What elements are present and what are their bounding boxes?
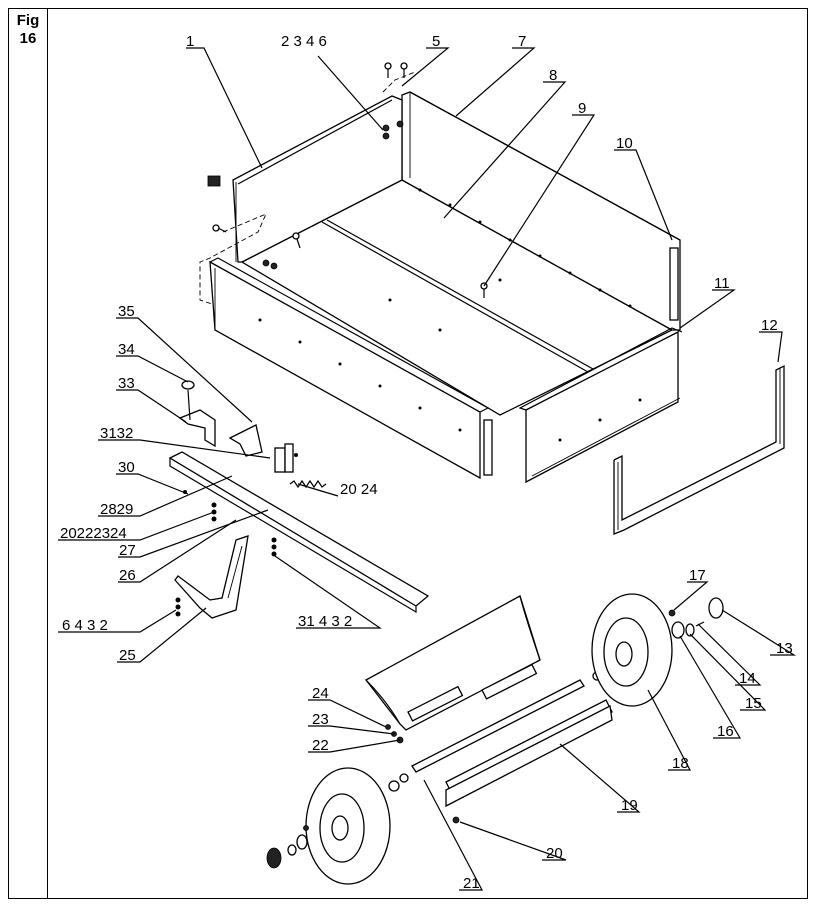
callout-5: 5 [432, 33, 440, 50]
drawbar [168, 451, 430, 607]
callout-7: 7 [518, 33, 526, 50]
rivet-dots [258, 188, 642, 442]
top-bolts [212, 62, 488, 298]
hubcap-13 [708, 597, 724, 619]
axle-rod-21 [411, 679, 585, 773]
hitch-bracket-33 [178, 409, 216, 448]
wheel-left [305, 767, 391, 885]
callout-12: 12 [761, 317, 778, 334]
hinge-clip [207, 175, 221, 187]
hub-parts-left [266, 825, 309, 869]
callout-35: 35 [118, 303, 135, 320]
callouts: 1 2 3 4 6 5 7 8 9 10 11 12 13 14 15 16 1… [60, 33, 793, 892]
callout-6-4-3-2: 6 4 3 2 [62, 617, 108, 634]
callout-18: 18 [672, 755, 689, 772]
figure-sidebar [8, 8, 48, 899]
callout-25: 25 [119, 647, 136, 664]
wheel-right-18 [591, 593, 673, 707]
plate-3132 [274, 447, 286, 473]
drawbar-assembly [168, 380, 430, 619]
callout-33: 33 [118, 375, 135, 392]
support-bracket-25 [174, 535, 249, 619]
callout-23: 23 [312, 711, 329, 728]
callout-20-24: 20 24 [340, 481, 378, 498]
callout-26: 26 [119, 567, 136, 584]
hubcap-left [266, 847, 282, 869]
callout-34: 34 [118, 341, 135, 358]
side-bracket [483, 419, 493, 476]
axle-assembly [365, 595, 613, 824]
callout-22: 22 [312, 737, 329, 754]
left-wall-panel [232, 95, 403, 263]
callout-20: 20 [546, 845, 563, 862]
callout-31-4-3-2: 31 4 3 2 [298, 613, 352, 630]
clevis-35 [228, 424, 263, 457]
axle-channel-upper [365, 595, 541, 731]
callout-2829: 2829 [100, 501, 133, 518]
callout-15: 15 [745, 695, 762, 712]
figure-label-number: 16 [19, 30, 37, 47]
callout-8: 8 [549, 67, 557, 84]
hub-parts-right [668, 597, 724, 639]
callout-13: 13 [776, 640, 793, 657]
callout-20222324: 20222324 [60, 525, 127, 542]
floor-seam [321, 221, 589, 373]
callout-24: 24 [312, 685, 329, 702]
callout-17: 17 [689, 567, 706, 584]
corner-bracket-10 [669, 247, 679, 321]
spring-2024 [289, 479, 327, 489]
leader-lines [58, 47, 797, 891]
callout-10: 10 [616, 135, 633, 152]
callout-2-3-4-6: 2 3 4 6 [281, 33, 327, 50]
cart-box [199, 62, 683, 484]
hitch-pin-34 [181, 380, 195, 390]
callout-21: 21 [463, 875, 480, 892]
figure-label: Fig 16 [8, 12, 48, 48]
callout-30: 30 [118, 459, 135, 476]
callout-19: 19 [621, 797, 638, 814]
callout-14: 14 [739, 670, 756, 687]
callout-27: 27 [119, 542, 136, 559]
front-side-panel [209, 260, 481, 480]
callout-3132: 3132 [100, 425, 133, 442]
callout-9: 9 [578, 100, 586, 117]
callout-1: 1 [186, 33, 194, 50]
handle-part [613, 364, 785, 535]
callout-11: 11 [714, 275, 730, 292]
figure-frame [8, 8, 808, 899]
figure-label-fig: Fig [16, 12, 40, 29]
end-gate-panel [525, 330, 679, 484]
callout-16: 16 [717, 723, 734, 740]
